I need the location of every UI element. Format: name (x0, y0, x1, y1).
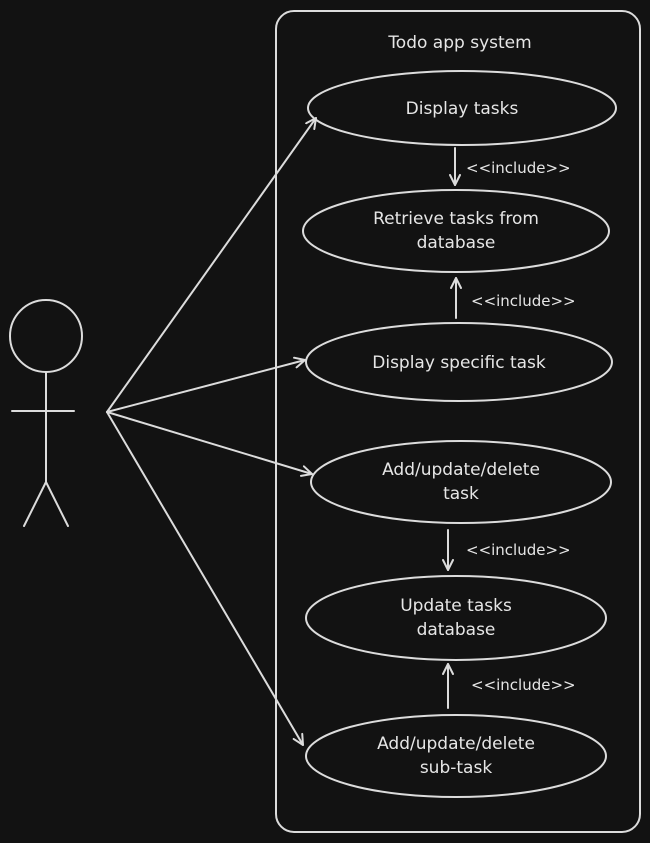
use-case-add-update-delete-task: Add/update/delete task (310, 440, 612, 524)
include-label: <<include>> (466, 541, 571, 559)
system-title: Todo app system (387, 33, 531, 53)
association-display-tasks (106, 117, 317, 413)
use-case-label: task (443, 484, 479, 504)
use-case-label: database (417, 233, 496, 253)
use-case-label: Add/update/delete (377, 734, 535, 754)
use-case-label: Display specific task (372, 353, 546, 373)
include-label: <<include>> (471, 292, 576, 310)
use-case-update-tasks-database: Update tasks database (305, 575, 607, 661)
use-case-label: Update tasks (400, 596, 512, 616)
use-case-label: Add/update/delete (382, 460, 540, 480)
use-case-add-update-delete-subtask: Add/update/delete sub-task (305, 714, 607, 798)
use-case-label: database (417, 620, 496, 640)
association-add-update-delete-task (106, 411, 313, 477)
use-case-label: sub-task (420, 758, 492, 778)
system-boundary (275, 10, 641, 833)
use-case-retrieve-tasks: Retrieve tasks from database (302, 189, 610, 273)
use-case-label: Retrieve tasks from (373, 209, 539, 229)
association-add-update-delete-subtask (106, 411, 304, 746)
use-case-label: Display tasks (406, 99, 519, 119)
actor-icon (9, 299, 83, 527)
association-display-specific-task (106, 356, 306, 413)
include-label: <<include>> (466, 159, 571, 177)
use-case-display-tasks: Display tasks (307, 70, 617, 146)
include-label: <<include>> (471, 676, 576, 694)
use-case-display-specific-task: Display specific task (305, 322, 613, 402)
